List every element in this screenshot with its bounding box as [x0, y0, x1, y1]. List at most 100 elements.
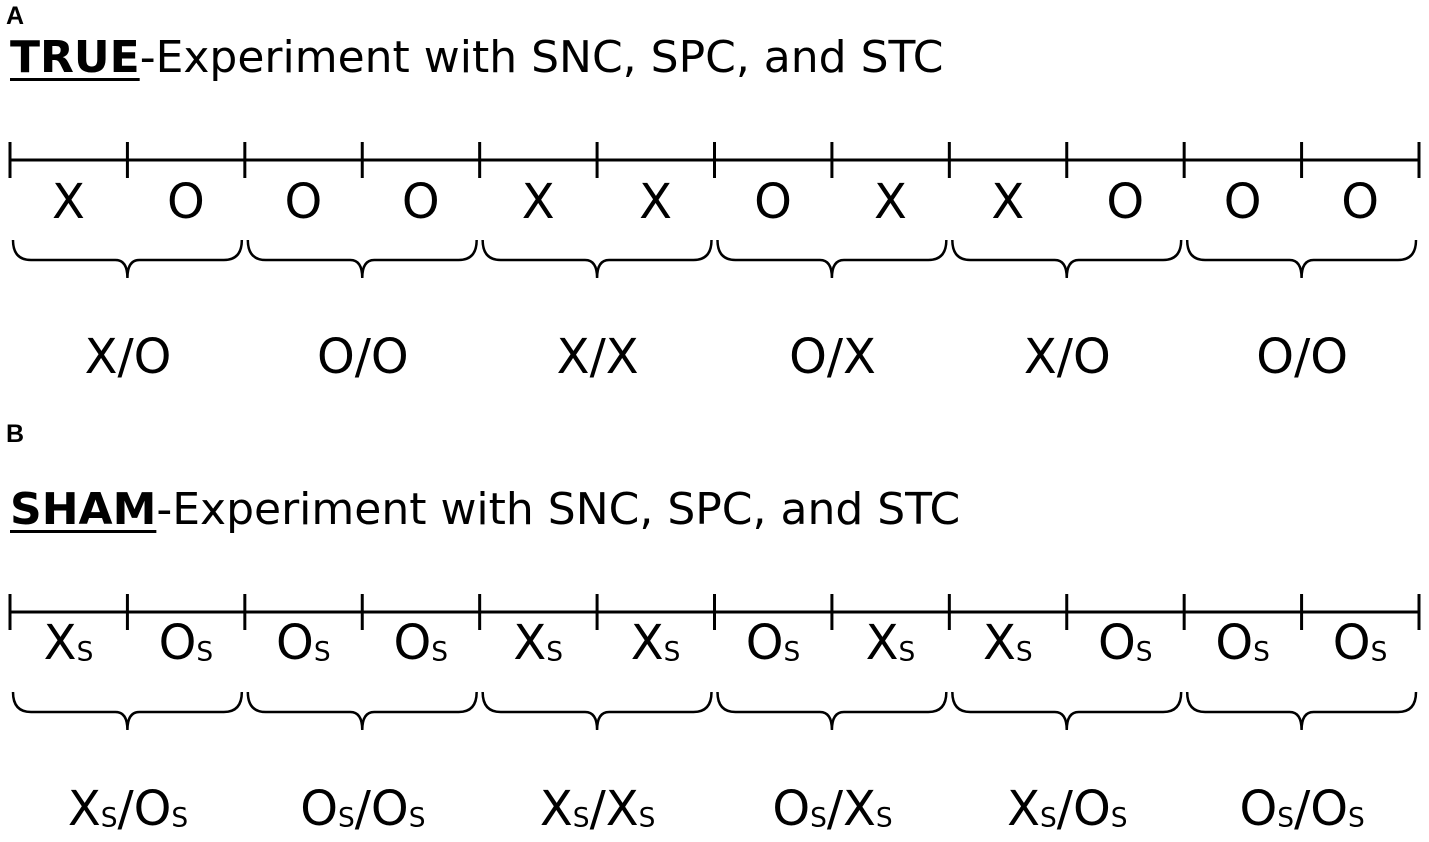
title-keyword: SHAM — [10, 484, 157, 535]
block-brace — [11, 691, 244, 731]
condition-label: X — [480, 178, 597, 226]
panel-a: A TRUE-Experiment with SNC, SPC, and STC… — [0, 0, 1429, 420]
block-first-symbol: O — [1256, 329, 1295, 385]
condition-label: X — [949, 178, 1066, 226]
condition-label: X — [597, 178, 714, 226]
block-separator: / — [826, 329, 844, 385]
condition-label: O — [245, 178, 362, 226]
block-first-symbol: X — [84, 329, 118, 385]
block-brace — [1185, 691, 1418, 731]
condition-symbol: X — [630, 615, 664, 671]
block-second-subscript: S — [1110, 802, 1128, 834]
condition-symbol: O — [393, 615, 432, 671]
block-second-symbol: X — [605, 781, 639, 837]
block-first-subscript: S — [337, 802, 355, 834]
condition-label: OS — [1302, 619, 1419, 667]
condition-label: OS — [127, 619, 244, 667]
block-label: XS/OS — [949, 785, 1185, 833]
condition-symbol: O — [401, 174, 440, 230]
condition-subscript: S — [783, 636, 801, 668]
condition-symbol: O — [1097, 615, 1136, 671]
condition-label: O — [715, 178, 832, 226]
condition-subscript: S — [546, 636, 563, 668]
condition-subscript: S — [1135, 636, 1153, 668]
block-label: X/X — [480, 333, 716, 381]
condition-label: XS — [10, 619, 127, 667]
condition-label: O — [1302, 178, 1419, 226]
condition-label: O — [127, 178, 244, 226]
block-separator: / — [1056, 329, 1073, 385]
title-rest: -Experiment with SNC, SPC, and STC — [156, 484, 961, 535]
block-brace — [716, 239, 948, 279]
condition-label: X — [832, 178, 949, 226]
condition-symbol: O — [745, 615, 784, 671]
block-brace — [481, 239, 713, 279]
block-label: OS/OS — [245, 785, 481, 833]
condition-symbol: O — [1332, 615, 1371, 671]
condition-label: O — [1184, 178, 1301, 226]
block-second-subscript: S — [408, 802, 426, 834]
condition-symbol: X — [865, 615, 899, 671]
block-second-symbol: X — [605, 329, 639, 385]
block-first-subscript: S — [810, 802, 827, 834]
block-first-symbol: X — [1007, 781, 1041, 837]
condition-symbol: X — [521, 174, 555, 230]
block-first-symbol: X — [556, 329, 590, 385]
block-second-symbol: O — [1310, 329, 1349, 385]
condition-symbol: X — [639, 174, 673, 230]
timeline — [8, 594, 1421, 731]
block-first-symbol: O — [1239, 781, 1278, 837]
block-separator: / — [589, 329, 606, 385]
block-brace — [246, 691, 478, 731]
condition-subscript: S — [196, 636, 214, 668]
condition-symbol: O — [1106, 174, 1145, 230]
block-brace — [246, 239, 478, 279]
condition-subscript: S — [76, 636, 94, 668]
block-second-symbol: X — [843, 781, 876, 837]
condition-label: OS — [362, 619, 479, 667]
block-brace — [1185, 239, 1418, 279]
block-label: XS/XS — [480, 785, 716, 833]
condition-subscript: S — [313, 636, 331, 668]
block-brace — [951, 691, 1183, 731]
condition-symbol: O — [1223, 174, 1262, 230]
block-first-subscript: S — [572, 802, 590, 834]
block-first-subscript: S — [100, 802, 118, 834]
condition-label: X — [10, 178, 127, 226]
block-second-symbol: O — [1072, 781, 1111, 837]
condition-subscript: S — [898, 636, 916, 668]
block-label: OS/XS — [715, 785, 951, 833]
block-separator: / — [1294, 329, 1311, 385]
panel-letter: A — [6, 2, 25, 30]
block-label: X/O — [949, 333, 1185, 381]
condition-label: OS — [715, 619, 832, 667]
block-second-symbol: O — [1310, 781, 1349, 837]
block-second-subscript: S — [171, 802, 189, 834]
block-brace — [481, 691, 713, 731]
title-rest: -Experiment with SNC, SPC, and STC — [139, 32, 944, 83]
block-first-symbol: O — [316, 329, 355, 385]
condition-symbol: X — [52, 174, 85, 230]
condition-label: O — [1067, 178, 1184, 226]
panel-letter: B — [6, 420, 25, 448]
condition-symbol: O — [158, 615, 197, 671]
block-brace — [951, 239, 1183, 279]
condition-symbol: O — [276, 615, 314, 671]
block-second-symbol: X — [843, 329, 876, 385]
block-brace — [11, 239, 244, 279]
condition-symbol: X — [513, 615, 547, 671]
condition-symbol: X — [991, 174, 1025, 230]
block-separator: / — [354, 781, 371, 837]
block-label: XS/OS — [10, 785, 246, 833]
panel-b: B SHAM-Experiment with SNC, SPC, and STC… — [0, 421, 1429, 842]
block-separator: / — [117, 781, 134, 837]
block-separator: / — [589, 781, 606, 837]
block-label: O/O — [245, 333, 481, 381]
block-first-subscript: S — [1040, 802, 1057, 834]
block-first-symbol: O — [772, 781, 811, 837]
panel-title: SHAM-Experiment with SNC, SPC, and STC — [10, 485, 960, 535]
block-first-symbol: X — [539, 781, 573, 837]
condition-subscript: S — [431, 636, 449, 668]
block-first-symbol: X — [67, 781, 101, 837]
condition-symbol: X — [43, 615, 77, 671]
